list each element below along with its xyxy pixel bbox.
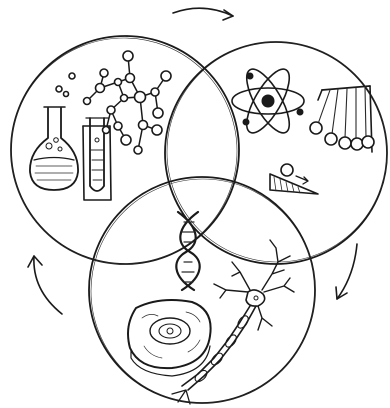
cycle-arrow-top <box>173 8 233 20</box>
cell-icon <box>128 300 211 376</box>
dna-helix-icon <box>176 212 199 290</box>
inclined-plane-icon <box>270 164 318 194</box>
circle-chemistry <box>11 36 239 264</box>
cycle-arrow-left <box>28 256 62 314</box>
circle-physics <box>165 42 387 264</box>
newtons-cradle-icon <box>310 86 374 152</box>
molecule-icon <box>56 51 171 154</box>
flask-icon <box>30 107 78 190</box>
atom-icon <box>232 63 304 138</box>
cycle-arrow-right <box>336 244 357 299</box>
